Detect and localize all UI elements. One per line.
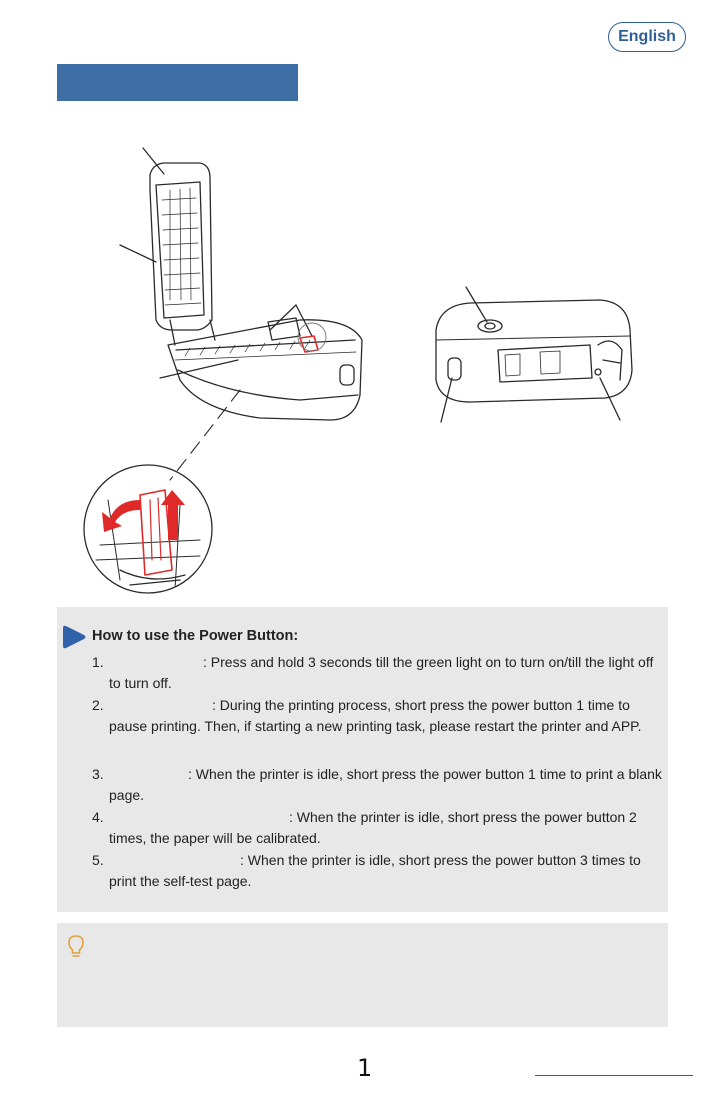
- step-text: : During the printing process, short pre…: [109, 697, 642, 734]
- step-text: : When the printer is idle, short press …: [109, 852, 641, 889]
- step-text: : When the printer is idle, short press …: [109, 809, 637, 846]
- power-button-guide-title: How to use the Power Button:: [92, 628, 299, 644]
- step-text: : When the printer is idle, short press …: [109, 766, 662, 803]
- lightbulb-icon: [68, 935, 84, 957]
- step-number: 5.: [92, 852, 104, 868]
- step-number: 1.: [92, 654, 104, 670]
- printer-illustration: [83, 147, 633, 594]
- section-title-bar: [57, 64, 298, 101]
- play-triangle-icon: [63, 625, 86, 649]
- step-number: 2.: [92, 697, 104, 713]
- page-number: 1: [357, 1054, 373, 1082]
- power-button-info-box: [57, 607, 668, 912]
- step-number: 4.: [92, 809, 104, 825]
- tip-box: [57, 923, 668, 1027]
- footer-rule: [535, 1075, 693, 1076]
- step-text: : Press and hold 3 seconds till the gree…: [109, 654, 654, 691]
- step-number: 3.: [92, 766, 104, 782]
- language-badge[interactable]: English: [608, 22, 686, 52]
